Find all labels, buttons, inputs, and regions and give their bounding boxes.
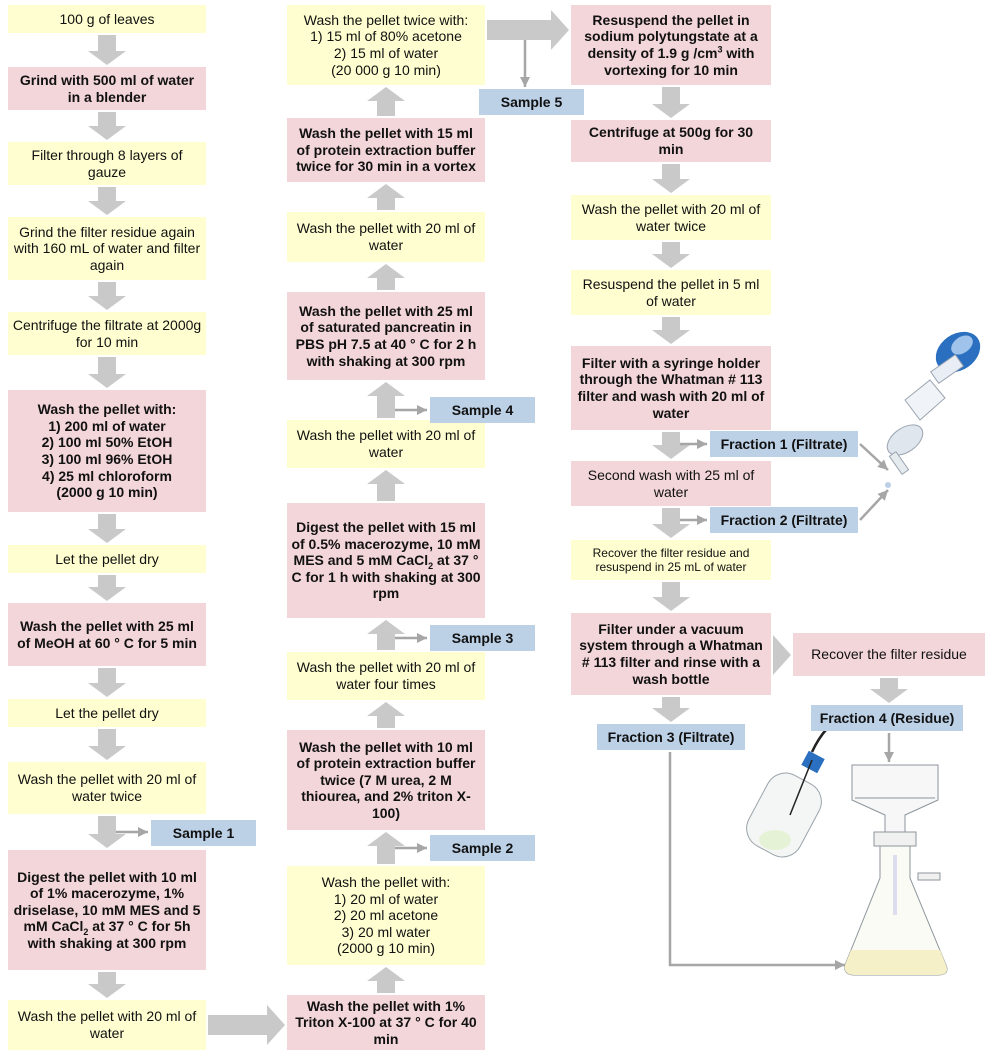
step-resuspend-polytungstate: Resuspend the pellet in sodium polytungs… [571,5,771,85]
flow-arrow-down-right [652,508,690,538]
step-wash-water-four-times: Wash the pellet with 20 ml of water four… [287,652,485,700]
sample-3-label: Sample 3 [430,625,535,651]
sample-5-label: Sample 5 [479,89,584,115]
flow-arrow-down-right [652,164,690,193]
flow-arrow-down-right [652,87,690,118]
step-wash-water-m5: Wash the pellet with 20 ml of water [287,420,485,468]
connector-arrowhead [417,405,427,415]
step-dry-pellet-1: Let the pellet dry [8,545,206,573]
syringe-filter-icon [885,331,981,488]
fraction-3-label: Fraction 3 (Filtrate) [597,724,745,750]
step-grind-residue: Grind the filter residue again with 160 … [8,217,206,280]
flow-arrow-down-right [652,317,690,344]
sample-2-label: Sample 2 [430,835,535,861]
step-filter-gauze: Filter through 8 layers of gauze [8,142,206,185]
flow-arrow-down-right [652,432,690,459]
wash-bottle-icon [746,714,851,858]
flow-arrow-to-recover [773,635,791,675]
step-digest-macerozyme: Digest the pellet with 15 ml of 0.5% mac… [287,503,485,618]
step-wash-pancreatin: Wash the pellet with 25 ml of saturated … [287,292,485,380]
flow-arrow-to-right [487,10,569,50]
flow-arrow-down-left [88,282,126,310]
flow-arrow-down-left [88,816,126,848]
step-wash-water-acetone: Wash the pellet with: 1) 20 ml of water … [287,866,485,965]
step-wash-water-m3: Wash the pellet with 20 ml of water [287,212,485,262]
connector-arrowhead [835,960,845,970]
step-wash-protein-buffer-urea: Wash the pellet with 10 ml of protein ex… [287,730,485,830]
step-grind-blender: Grind with 500 ml of water in a blender [8,67,206,110]
flow-arrow-down-right [652,242,690,268]
flow-arrow-down-left [88,729,126,760]
fraction-3-to-flask [668,752,845,967]
connector-arrowhead [417,633,427,643]
flow-arrow-up-middle [367,702,405,728]
fraction-1-label: Fraction 1 (Filtrate) [710,431,858,457]
flow-arrow-to-middle [208,1005,285,1045]
vacuum-flask-icon [844,764,948,976]
step-centrifuge-500g: Centrifuge at 500g for 30 min [571,120,771,162]
step-recover-filter-residue: Recover the filter residue [793,633,985,676]
flow-arrow-down-left [88,187,126,215]
connector-arrowhead [697,439,707,449]
flow-arrow-up-middle [367,87,405,116]
flow-arrow-down-left [88,514,126,543]
step-dry-pellet-2: Let the pellet dry [8,699,206,727]
step-digest-macerozyme-driselase: Digest the pellet with 10 ml of 1% macer… [8,850,206,970]
step-wash-water-twice-r3: Wash the pellet with 20 ml of water twic… [571,195,771,240]
step-resuspend-5ml: Resuspend the pellet in 5 ml of water [571,270,771,315]
flow-arrow-up-middle [367,620,405,650]
step-wash-20ml-water: Wash the pellet with 20 ml of water [8,1000,206,1050]
flow-arrow-up-middle [367,264,405,290]
flow-arrow-down-left [88,668,126,697]
flow-arrow-down-left [88,112,126,140]
connector-arrowhead [138,827,148,837]
flow-arrow-down-left [88,575,126,601]
flow-arrow-down-left [88,35,126,65]
step-wash-protein-buffer-vortex: Wash the pellet with 15 ml of protein ex… [287,118,485,182]
step-filter-syringe: Filter with a syringe holder through the… [571,346,771,430]
connector-arrowhead [877,459,888,470]
connector-arrowhead [884,752,894,762]
step-filter-vacuum: Filter under a vacuum system through a W… [571,613,771,695]
connector-arrowhead [417,843,427,853]
flow-arrow-up-middle [367,382,405,418]
step-wash-pellet-solvents: Wash the pellet with: 1) 200 ml of water… [8,390,206,512]
step-wash-meoh: Wash the pellet with 25 ml of MeOH at 60… [8,603,206,666]
step-centrifuge-filtrate: Centrifuge the filtrate at 2000g for 10 … [8,312,206,355]
step-recover-residue-resuspend: Recover the filter residue and resuspend… [571,540,771,580]
flow-arrow-down-right [652,582,690,611]
connector-arrowhead [877,490,888,501]
step-wash-water-twice: Wash the pellet with 20 ml of water twic… [8,762,206,814]
flow-arrow-up-middle [367,470,405,501]
flow-arrow-down-left [88,357,126,388]
connector-arrowhead [697,515,707,525]
flow-arrow-down-right [652,697,690,722]
fraction-4-label: Fraction 4 (Residue) [811,705,963,731]
sample-1-label: Sample 1 [151,820,256,846]
fraction-2-label: Fraction 2 (Filtrate) [710,507,858,533]
sample-4-label: Sample 4 [430,397,535,423]
flow-arrow-up-middle [367,967,405,993]
flow-arrow-up-middle [367,832,405,864]
flow-arrow-down-left [88,972,126,998]
step-second-wash: Second wash with 25 ml of water [571,461,771,506]
step-100g-leaves: 100 g of leaves [8,5,206,33]
flow-arrow-down-fraction4 [870,678,908,703]
step-wash-acetone-water: Wash the pellet twice with: 1) 15 ml of … [287,5,485,85]
flow-arrow-up-middle [367,184,405,210]
connector-arrowhead [520,77,530,87]
step-wash-triton: Wash the pellet with 1% Triton X-100 at … [287,995,485,1050]
